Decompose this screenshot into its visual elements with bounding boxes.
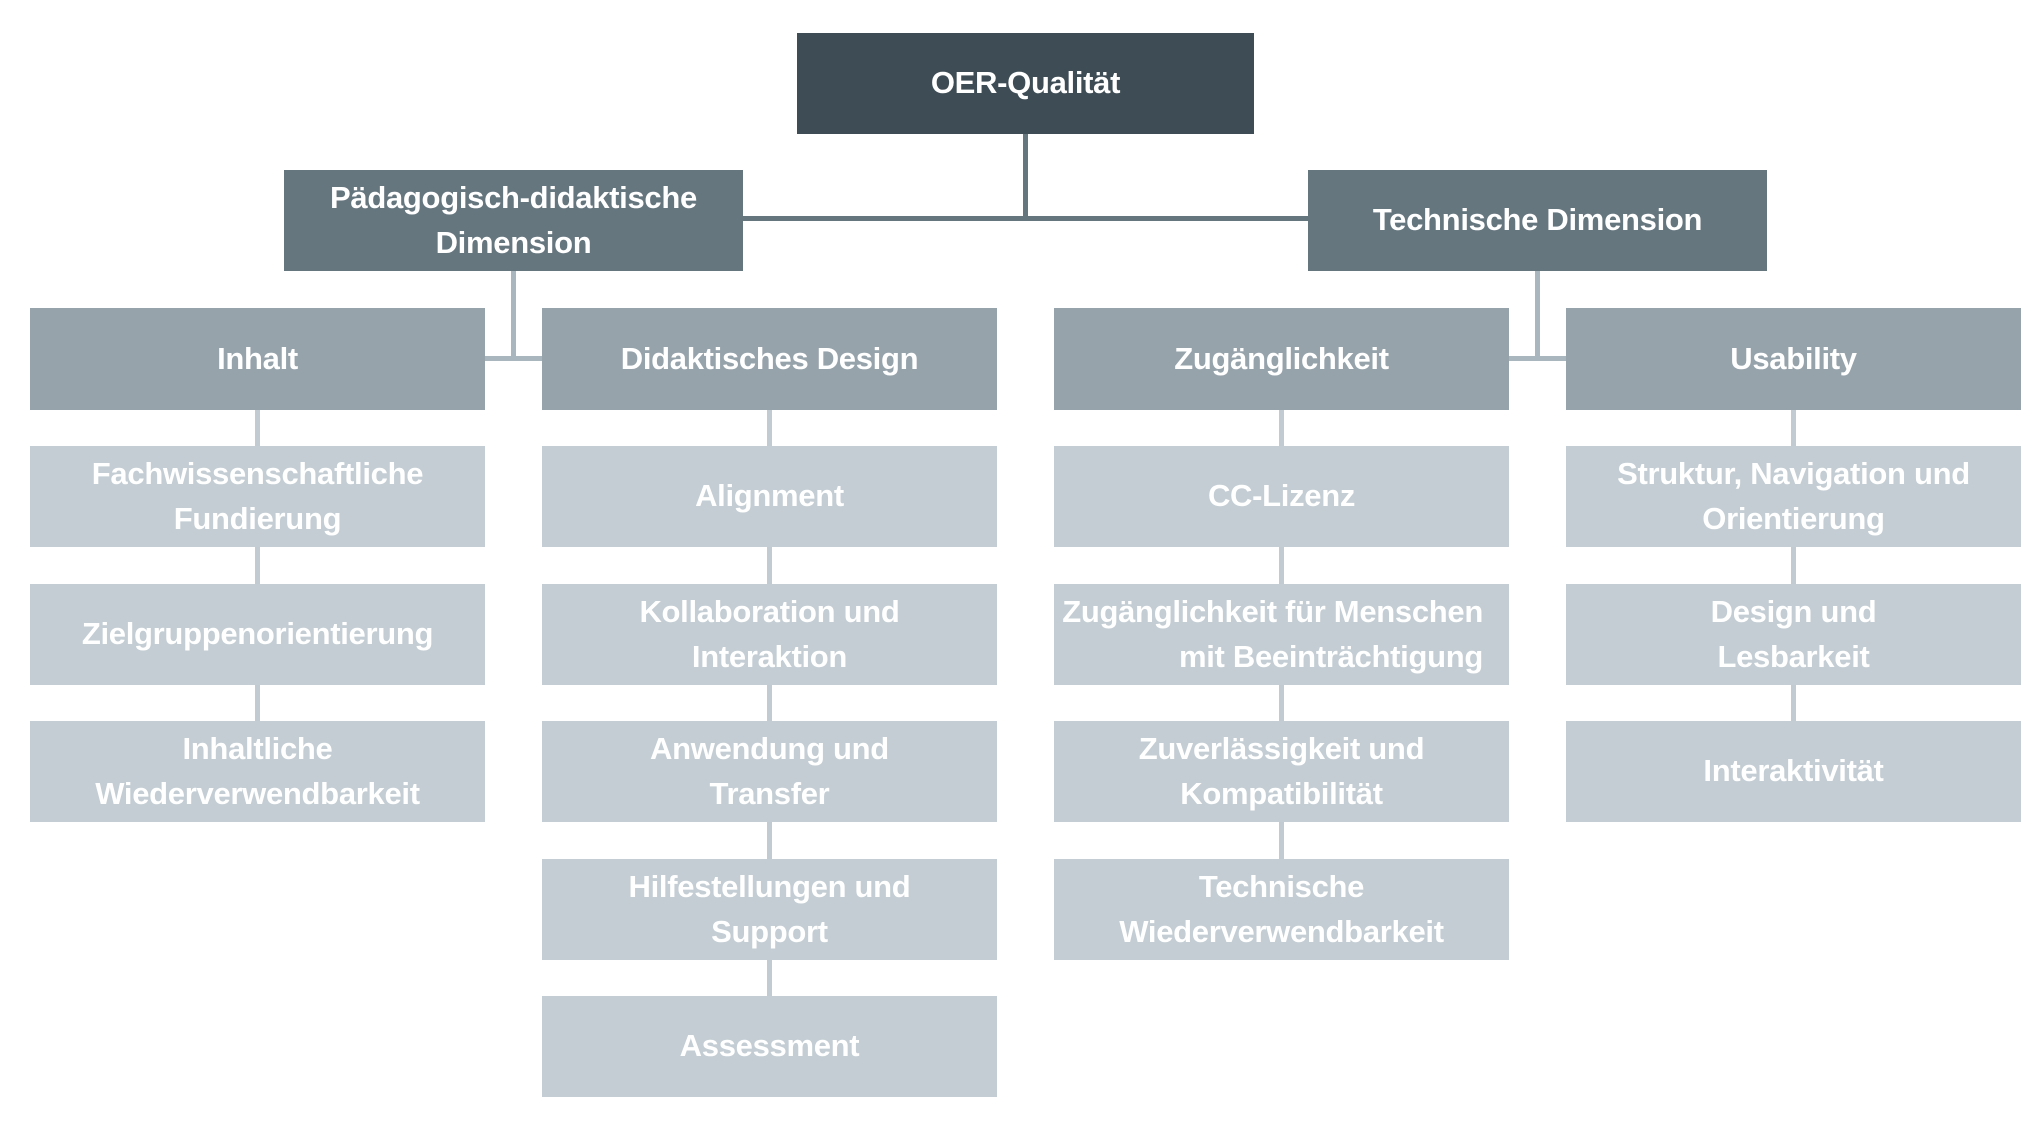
connector-col1-stub-2 xyxy=(255,547,260,584)
connector-dim2-categories-horizontal xyxy=(1509,356,1566,361)
node-technische-wiederverwendbarkeit: Technische Wiederverwendbarkeit xyxy=(1054,859,1509,960)
connector-dim1-categories-horizontal xyxy=(485,356,542,361)
node-interaktivitaet: Interaktivität xyxy=(1566,721,2021,822)
node-anwendung-und-transfer: Anwendung und Transfer xyxy=(542,721,997,822)
node-paedagogisch-didaktische-dimension: Pädagogisch-didaktische Dimension xyxy=(284,170,743,271)
node-didaktisches-design: Didaktisches Design xyxy=(542,308,997,410)
connector-col2-stub-1 xyxy=(767,410,772,446)
node-kollaboration-und-interaktion: Kollaboration und Interaktion xyxy=(542,584,997,685)
connector-col1-stub-3 xyxy=(255,685,260,721)
node-struktur-navigation-und-orientierung: Struktur, Navigation und Orientierung xyxy=(1566,446,2021,547)
connector-col4-stub-2 xyxy=(1791,547,1796,584)
connector-col2-stub-2 xyxy=(767,547,772,584)
node-zugaenglichkeit: Zugänglichkeit xyxy=(1054,308,1509,410)
connector-col2-stub-3 xyxy=(767,685,772,721)
node-alignment: Alignment xyxy=(542,446,997,547)
connector-col4-stub-3 xyxy=(1791,685,1796,721)
node-zugaenglichkeit-fuer-menschen-mit-beeintraechtigung: Zugänglichkeit für Menschen mit Beeinträ… xyxy=(1054,584,1509,685)
node-zuverlaessigkeit-und-kompatibilitaet: Zuverlässigkeit und Kompatibilität xyxy=(1054,721,1509,822)
connector-col2-stub-4 xyxy=(767,822,772,859)
node-design-und-lesbarkeit: Design und Lesbarkeit xyxy=(1566,584,2021,685)
node-assessment: Assessment xyxy=(542,996,997,1097)
connector-col3-stub-4 xyxy=(1279,822,1284,859)
node-cc-lizenz: CC-Lizenz xyxy=(1054,446,1509,547)
connector-dimensions-horizontal xyxy=(743,216,1308,221)
connector-dim1-vertical xyxy=(511,271,516,361)
connector-root-vertical xyxy=(1023,134,1028,221)
connector-col3-stub-3 xyxy=(1279,685,1284,721)
connector-col2-stub-5 xyxy=(767,960,772,996)
connector-col1-stub-1 xyxy=(255,410,260,446)
node-inhaltliche-wiederverwendbarkeit: Inhaltliche Wiederverwendbarkeit xyxy=(30,721,485,822)
node-fachwissenschaftliche-fundierung: Fachwissenschaftliche Fundierung xyxy=(30,446,485,547)
connector-col3-stub-1 xyxy=(1279,410,1284,446)
node-usability: Usability xyxy=(1566,308,2021,410)
connector-dim2-vertical xyxy=(1535,271,1540,361)
node-zielgruppenorientierung: Zielgruppenorientierung xyxy=(30,584,485,685)
node-technische-dimension: Technische Dimension xyxy=(1308,170,1767,271)
node-oer-qualitaet: OER-Qualität xyxy=(797,33,1254,134)
connector-col3-stub-2 xyxy=(1279,547,1284,584)
node-inhalt: Inhalt xyxy=(30,308,485,410)
node-hilfestellungen-und-support: Hilfestellungen und Support xyxy=(542,859,997,960)
connector-col4-stub-1 xyxy=(1791,410,1796,446)
